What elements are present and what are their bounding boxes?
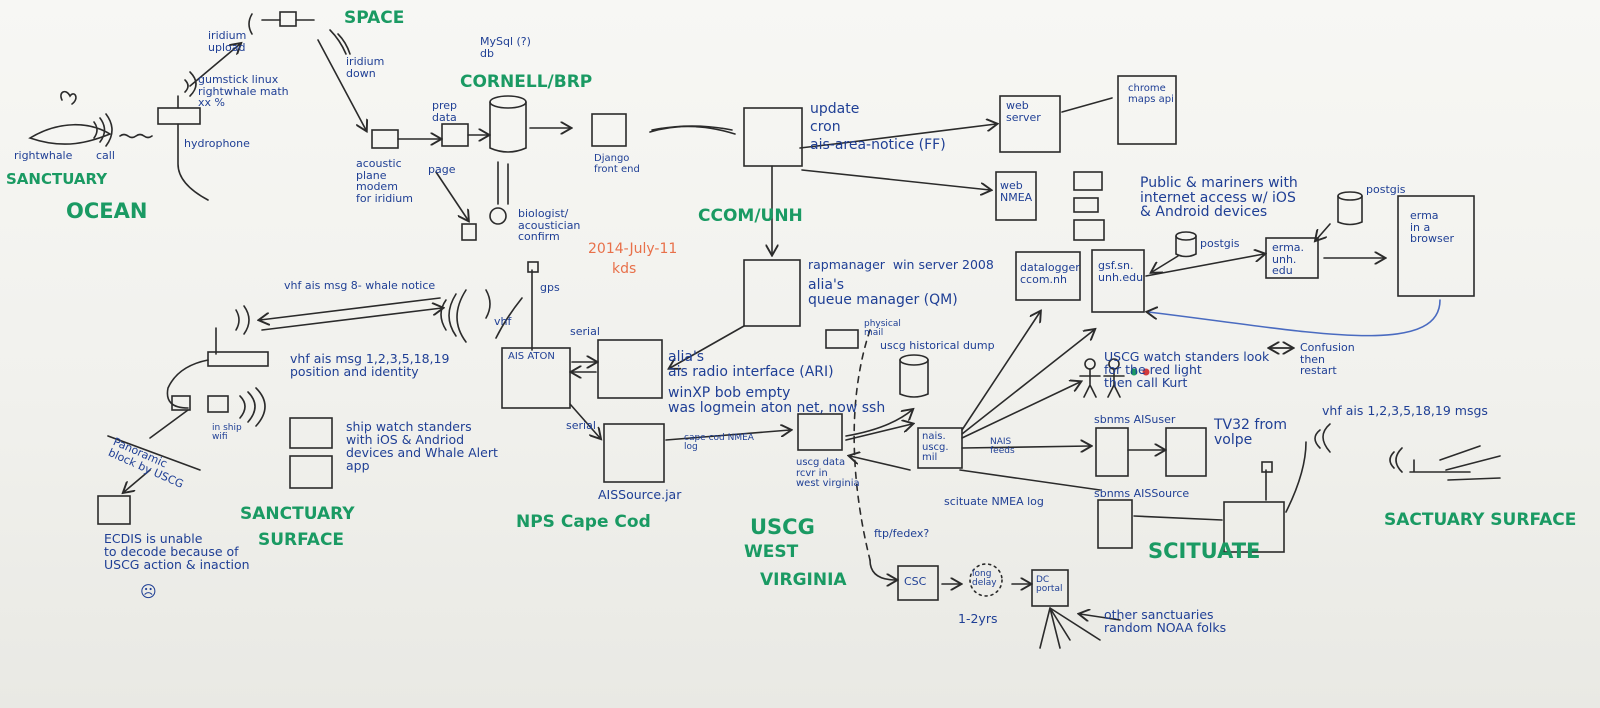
vhf-label: vhf <box>494 315 512 328</box>
vhf-ais-msg-label: vhf ais msg 1,2,3,5,18,19 position and i… <box>290 351 450 380</box>
initials-label: kds <box>612 261 637 277</box>
red-light <box>1142 368 1150 376</box>
physical-mail-label: physical mail <box>864 319 901 339</box>
other-sanctuaries-label: other sanctuaries random NOAA folks <box>1104 607 1227 636</box>
region-space: SPACE <box>344 8 405 28</box>
ais-aton-label: AIS ATON <box>508 351 555 362</box>
rightwhale-label: rightwhale <box>14 149 73 162</box>
region-uscg-a: USCG <box>750 515 815 539</box>
alias-ari-label: alia's ais radio interface (ARI) <box>668 349 834 380</box>
ship-watch-label: ship watch standers with iOS & Andriod d… <box>346 419 498 474</box>
serial-bottom-label: serial <box>566 419 596 432</box>
erma-browser-label: erma in a browser <box>1410 209 1455 246</box>
uscg-historical-label: uscg historical dump <box>880 339 995 352</box>
ftp-fedex-label: ftp/fedex? <box>874 527 930 540</box>
dc-portal-label: DC portal <box>1036 575 1063 595</box>
django-label: Django front end <box>594 153 640 175</box>
postgis-mid-label: postgis <box>1200 237 1240 250</box>
region-uscg-c: VIRGINIA <box>760 570 847 590</box>
region-nps: NPS Cape Cod <box>516 512 651 532</box>
scituate-nmea-label: scituate NMEA log <box>944 495 1044 508</box>
iridium-upload-label: iridium upload <box>208 29 247 54</box>
region-sanctuary-surface-b: SURFACE <box>258 530 345 550</box>
alias-qm-label: alia's queue manager (QM) <box>808 277 958 308</box>
nais-label: nais. uscg. mil <box>922 431 949 463</box>
iridium-down-label: iridium down <box>346 55 385 80</box>
long-delay-label: long delay <box>972 569 997 589</box>
sbnms-ais-source-label: sbnms AISSource <box>1094 487 1190 500</box>
region-scituate: SCITUATE <box>1148 539 1261 563</box>
whale-icon <box>28 123 112 145</box>
acoustic-modem-label: acoustic plane modem for iridium <box>356 157 413 205</box>
cape-cod-nmea-label: cape cod NMEA log <box>684 433 754 453</box>
ais-area-notice-label: ais-area-notice (FF) <box>810 137 946 153</box>
postgis-right-label: postgis <box>1366 183 1406 196</box>
gsf-label: gsf.sn. unh.edu <box>1098 259 1144 284</box>
nais-feeds-label: NAIS feeds <box>990 437 1015 457</box>
region-ccom: CCOM/UNH <box>698 206 803 226</box>
date-label: 2014-July-11 <box>588 241 678 257</box>
uscg-watch-label: USCG watch standers look for the red lig… <box>1104 349 1270 391</box>
vhf-ais-right-label: vhf ais 1,2,3,5,18,19 msgs <box>1322 403 1488 418</box>
ais-source-jar-label: AISSource.jar <box>598 487 682 502</box>
page-label: page <box>428 163 456 176</box>
update-label: update <box>810 101 860 117</box>
serial-top-label: serial <box>570 325 600 338</box>
biologist-label: biologist/ acoustician confirm <box>518 207 581 244</box>
vhf-whale-notice-label: vhf ais msg 8- whale notice <box>284 279 436 292</box>
chrome-label: chrome maps api <box>1128 83 1174 105</box>
ecdis-label: ECDIS is unable to decode because of USC… <box>104 531 250 573</box>
region-sanctuary-surface-a: SANCTUARY <box>240 504 355 524</box>
green-light <box>1130 368 1138 376</box>
prep-data-label: prep data <box>432 99 458 124</box>
gumstick-label: gumstick linux rightwhale math xx % <box>198 73 289 110</box>
datalogger-label: datalogger ccom.nh <box>1020 261 1080 286</box>
web-nmea-label: web NMEA <box>1000 179 1033 204</box>
hydrophone-label: hydrophone <box>184 137 250 150</box>
region-sanctuary-ocean-a: SANCTUARY <box>6 170 108 188</box>
one-two-yrs-label: 1-2yrs <box>958 611 998 626</box>
region-cornell: CORNELL/BRP <box>460 72 593 92</box>
tv32-label: TV32 from volpe <box>1214 417 1287 448</box>
region-uscg-b: WEST <box>744 542 799 562</box>
sbnms-ais-user-label: sbnms AISuser <box>1094 413 1176 426</box>
sad-face-icon: ☹ <box>140 582 157 601</box>
cron-label: cron <box>810 119 841 135</box>
gps-label: gps <box>540 281 560 294</box>
uscg-rcvr-label: uscg data rcvr in west virginia <box>796 457 860 489</box>
call-label: call <box>96 149 115 162</box>
region-sanctuary-ocean-b: OCEAN <box>66 199 148 223</box>
csc-label: CSC <box>904 575 927 588</box>
web-server-label: web server <box>1006 99 1041 124</box>
mysql-label: MySql (?) db <box>480 35 531 60</box>
winxp-label: winXP bob empty was logmein aton net, no… <box>668 385 886 416</box>
erma-unh-label: erma. unh. edu <box>1272 241 1305 278</box>
ship-wifi-label: in ship wifi <box>212 423 242 443</box>
region-sanctuary-surface-right: SACTUARY SURFACE <box>1384 510 1577 530</box>
public-mariners-label: Public & mariners with internet access w… <box>1140 175 1298 221</box>
rapmanager-label: rapmanager win server 2008 <box>808 257 994 272</box>
confusion-label: Confusion then restart <box>1300 341 1355 378</box>
